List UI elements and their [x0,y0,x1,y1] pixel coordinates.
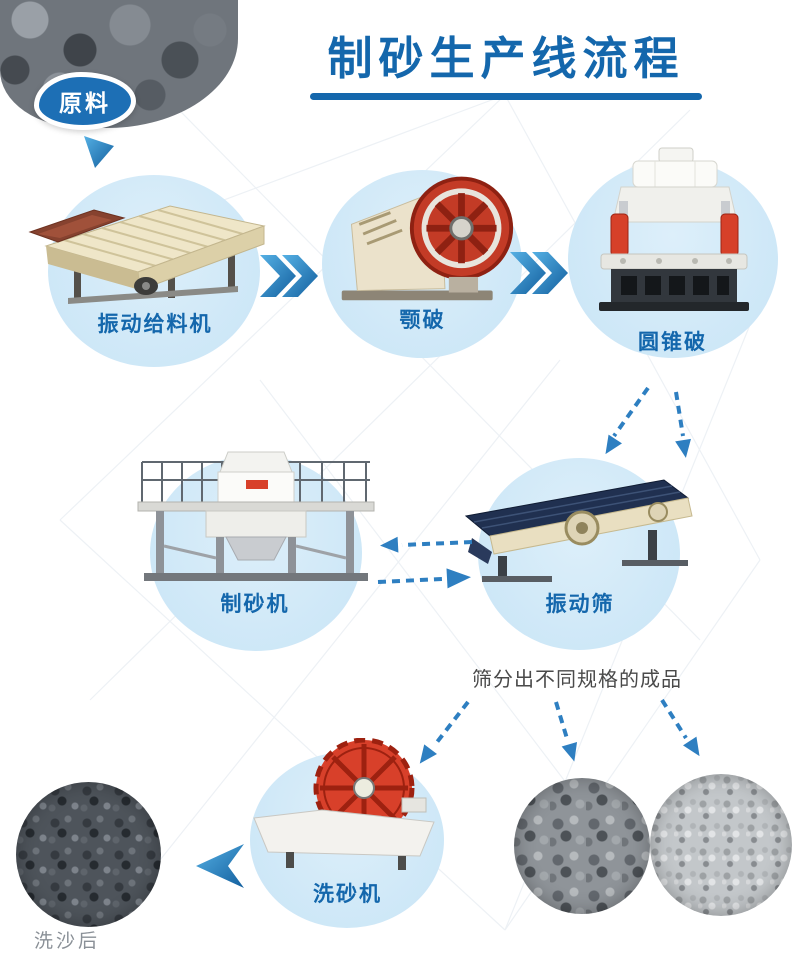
stage-label-feeder: 振动给料机 [97,313,213,336]
sand-washer-illustration [252,738,442,873]
page-title-block: 制砂生产线流程 [310,22,702,100]
screen-note: 筛分出不同规格的成品 [472,669,682,691]
sand-maker-illustration [130,446,380,588]
jaw-crusher-illustration [332,162,517,312]
cone-crusher-illustration [588,146,760,316]
vibrating-screen-illustration [462,472,694,587]
fine-aggregate-photo [650,774,792,916]
stage-label-sand-maker: 制砂机 [220,593,290,616]
stage-label-cone: 圆锥破 [638,331,707,354]
title-underline [310,93,702,100]
raw-material-label: 原料 [34,72,136,130]
washed-sand-caption: 洗沙后 [34,931,101,952]
coarse-aggregate-photo [514,778,650,914]
washed-sand-photo [16,782,161,927]
page-title: 制砂生产线流程 [327,33,685,84]
stage-label-washer: 洗砂机 [313,883,382,906]
stage-label-screen: 振动筛 [545,593,615,616]
raw-material-label-text: 原料 [59,90,111,116]
stage-label-jaw: 颚破 [399,309,446,332]
vibrating-feeder-illustration [28,190,268,315]
